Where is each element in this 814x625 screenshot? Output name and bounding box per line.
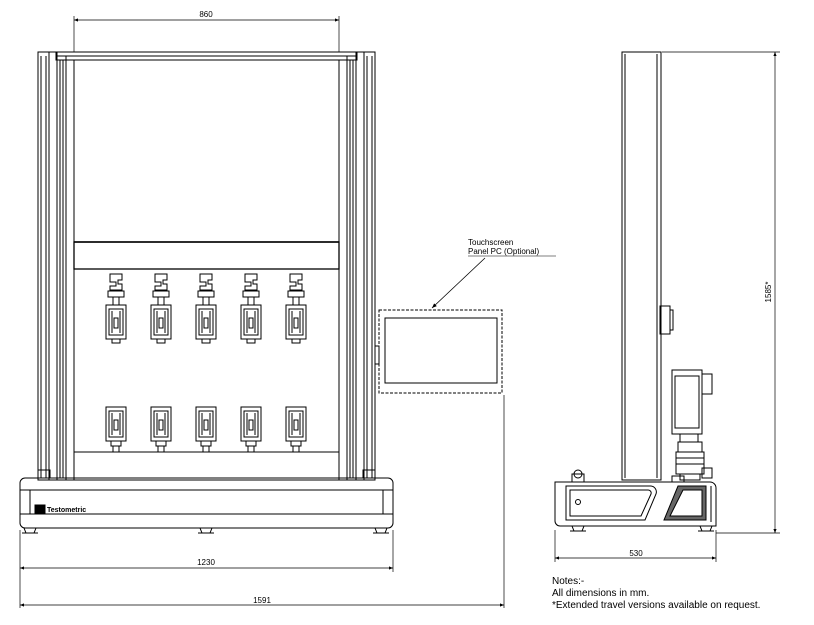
upper-grip xyxy=(150,273,172,344)
side-column xyxy=(621,51,662,481)
lower-grip xyxy=(150,406,172,453)
dim-overall-width: 1591 xyxy=(253,596,271,605)
brand-name: Testometric xyxy=(47,507,86,514)
front-view xyxy=(19,51,394,534)
right-column xyxy=(338,51,376,481)
upper-grips xyxy=(105,273,307,344)
upper-grip xyxy=(105,273,127,344)
lower-grip xyxy=(105,406,127,453)
dim-base-width: 1230 xyxy=(197,558,215,567)
upper-grip xyxy=(240,273,262,344)
moving-crosshead xyxy=(73,241,340,270)
lower-grip xyxy=(195,406,217,453)
dim-height: 1585* xyxy=(764,282,773,303)
dim-inner-width: 860 xyxy=(199,10,213,19)
dimension-lines xyxy=(19,16,780,608)
side-view xyxy=(554,51,717,532)
lower-grip xyxy=(240,406,262,453)
callout-leader xyxy=(431,257,486,309)
left-column xyxy=(37,51,75,481)
callout-line-1: Touchscreen xyxy=(468,238,513,247)
testometric-logo-mark xyxy=(34,504,46,514)
base-unit xyxy=(19,477,394,529)
lower-grips xyxy=(105,406,307,453)
callout-line-2: Panel PC (Optional) xyxy=(468,247,539,256)
notes-title: Notes:- xyxy=(552,576,584,587)
notes-line-1: All dimensions in mm. xyxy=(552,588,649,599)
upper-grip xyxy=(195,273,217,344)
front-feet xyxy=(22,527,389,534)
side-base xyxy=(554,481,717,527)
touchscreen-panel xyxy=(374,309,503,394)
dim-depth: 530 xyxy=(629,549,643,558)
upper-grip xyxy=(285,273,307,344)
notes-line-2: *Extended travel versions available on r… xyxy=(552,600,760,611)
lower-grip xyxy=(285,406,307,453)
